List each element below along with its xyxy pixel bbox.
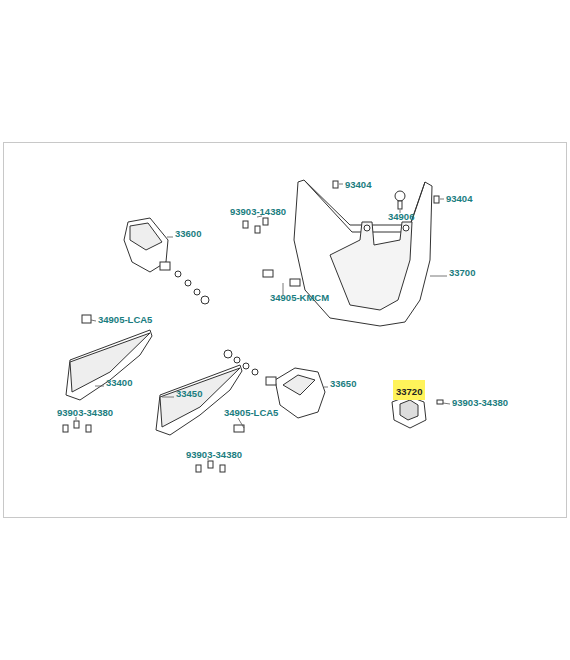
callout-number: 93903-34380 <box>57 407 113 418</box>
callout-number: 93404 <box>446 193 472 204</box>
callout-number: 34905-KMCM <box>270 292 329 303</box>
callout-number: 33400 <box>106 377 132 388</box>
callout-number: 33600 <box>175 228 201 239</box>
callout-number: 93903-34380 <box>452 397 508 408</box>
callout-number: 33450 <box>176 388 202 399</box>
highlight-box: 33720 <box>393 380 425 400</box>
callout-number: 33700 <box>449 267 475 278</box>
callout-number: 33720 <box>396 386 422 397</box>
callout-number: 93404 <box>345 179 371 190</box>
callout-number: 34905-LCA5 <box>224 407 278 418</box>
callout-number: 33650 <box>330 378 356 389</box>
callout-number: 93903-14380 <box>230 206 286 217</box>
callout-number: 34906 <box>388 211 414 222</box>
callout-number: 34905-LCA5 <box>98 314 152 325</box>
callout-number: 93903-34380 <box>186 449 242 460</box>
